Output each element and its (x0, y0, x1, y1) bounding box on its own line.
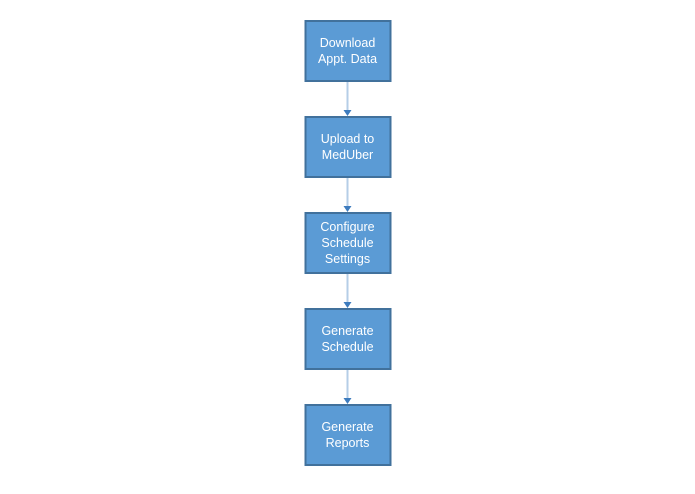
flow-node-configure-schedule-settings: Configure Schedule Settings (304, 212, 391, 274)
flowchart-column: Download Appt. Data Upload to MedUber Co… (304, 20, 391, 466)
connector-4 (343, 370, 352, 404)
flow-node-label: Download Appt. Data (317, 36, 378, 66)
connector-line (346, 178, 349, 207)
flow-node-label: Generate Reports (321, 420, 374, 450)
connector-line (346, 370, 349, 399)
arrow-down-icon (343, 206, 352, 212)
flow-node-label: Upload to MedUber (320, 132, 375, 162)
flow-node-generate-schedule: Generate Schedule (304, 308, 391, 370)
flow-node-upload-to-meduber: Upload to MedUber (304, 116, 391, 178)
arrow-down-icon (343, 110, 352, 116)
connector-1 (343, 82, 352, 116)
connector-2 (343, 178, 352, 212)
arrow-down-icon (343, 398, 352, 404)
connector-line (346, 82, 349, 111)
arrow-down-icon (343, 302, 352, 308)
connector-3 (343, 274, 352, 308)
flow-node-download-appt-data: Download Appt. Data (304, 20, 391, 82)
flow-node-label: Generate Schedule (321, 324, 374, 354)
flow-node-generate-reports: Generate Reports (304, 404, 391, 466)
connector-line (346, 274, 349, 303)
flow-node-label: Configure Schedule Settings (320, 220, 375, 266)
